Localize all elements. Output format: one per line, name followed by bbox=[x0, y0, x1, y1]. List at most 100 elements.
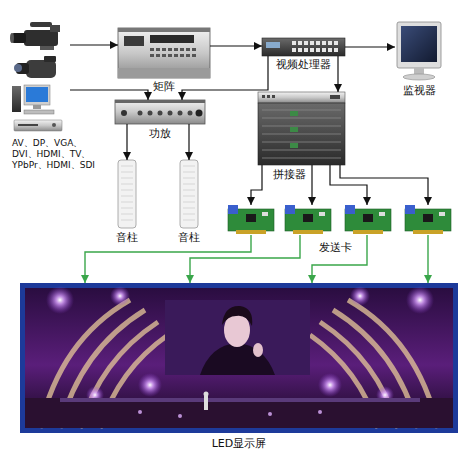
camcorder-part bbox=[44, 56, 56, 62]
amplifier-device-part-part bbox=[158, 111, 163, 116]
speaker-box: 音柱 bbox=[180, 160, 198, 228]
matrix-device-part-part bbox=[162, 54, 166, 57]
matrix-device-part-part bbox=[156, 48, 160, 51]
dvd-player-part bbox=[14, 120, 62, 131]
led-screen-part bbox=[20, 283, 458, 433]
video-processor-device-part-part bbox=[304, 48, 308, 52]
splicer-device-part bbox=[258, 103, 345, 165]
splicer-device-part-part bbox=[262, 150, 341, 151]
device-label: AV、DP、VGA、 DVI、HDMI、TV、 YPbPr、HDMI、SDI bbox=[11, 138, 105, 171]
monitor-box: 监视器 bbox=[395, 22, 443, 80]
camcorder-part bbox=[14, 64, 22, 72]
matrix-device-part-part bbox=[186, 48, 190, 51]
matrix-device-part-part bbox=[174, 54, 178, 57]
computer-part bbox=[26, 87, 48, 102]
pro-camera-part bbox=[10, 33, 14, 43]
sending-card-box: 发送卡 bbox=[345, 205, 391, 235]
video-processor-device-part bbox=[292, 41, 338, 52]
led-screen-part bbox=[46, 286, 74, 314]
sending-card bbox=[228, 205, 451, 234]
matrix-device-part bbox=[118, 28, 210, 78]
video-processor-device-part bbox=[262, 38, 345, 56]
camcorder-part bbox=[26, 60, 56, 78]
sending-card-part bbox=[303, 214, 313, 222]
signal-arrow bbox=[345, 46, 395, 47]
speaker-column-part bbox=[180, 160, 198, 228]
amplifier-device-part bbox=[115, 100, 205, 124]
amplifier-device-part-part bbox=[188, 111, 193, 116]
device-label: 功放 bbox=[148, 127, 172, 140]
sending-card-part bbox=[413, 230, 443, 234]
monitor-device-part bbox=[414, 68, 424, 74]
speaker-column-part-part bbox=[183, 214, 195, 215]
sending-card-part bbox=[379, 212, 385, 216]
splicer-device-part-part bbox=[267, 95, 270, 98]
speaker-column-part-part bbox=[183, 178, 195, 179]
splicer-device-part-part bbox=[262, 134, 341, 135]
matrix-device-part-part bbox=[156, 54, 160, 57]
splicer-device-part-part bbox=[262, 110, 341, 111]
signal-arrow bbox=[126, 124, 127, 160]
matrix-device-part-part bbox=[180, 54, 184, 57]
sending-card-part bbox=[285, 205, 295, 214]
matrix-device-part-part bbox=[192, 54, 196, 57]
computer-part bbox=[24, 110, 54, 114]
device-label: 音柱 bbox=[115, 231, 139, 244]
video-processor-device-part bbox=[266, 42, 280, 48]
dvd-player bbox=[14, 120, 62, 131]
video-processor-device-part-part bbox=[310, 48, 314, 52]
pro-camera-part bbox=[40, 46, 54, 50]
led-screen-part bbox=[200, 343, 275, 375]
matrix-device bbox=[118, 28, 210, 78]
matrix-device-part bbox=[150, 35, 194, 43]
splicer-device-part-part bbox=[262, 158, 341, 159]
signal-arrow bbox=[210, 45, 262, 46]
camcorder bbox=[14, 56, 56, 78]
video-processor-box: 视频处理器 bbox=[262, 38, 345, 56]
amplifier-device-part bbox=[121, 110, 127, 116]
sending-card-part bbox=[246, 214, 256, 222]
device-label: 视频处理器 bbox=[275, 58, 332, 71]
source-group: AV、DP、VGA、 DVI、HDMI、TV、 YPbPr、HDMI、SDI bbox=[8, 15, 70, 135]
video-processor-device-part-part bbox=[322, 41, 326, 45]
dvd-player-part bbox=[52, 123, 56, 127]
sending-card-part bbox=[363, 214, 373, 222]
matrix-box: 矩阵 bbox=[118, 28, 210, 78]
signal-arrow bbox=[70, 90, 148, 100]
led-screen-part bbox=[138, 410, 322, 418]
video-processor-device-part-part bbox=[310, 41, 314, 45]
sending-card-part bbox=[228, 205, 238, 214]
video-processor-device-part-part bbox=[316, 48, 320, 52]
monitor-device bbox=[397, 22, 441, 80]
monitor-device-part bbox=[397, 22, 441, 68]
matrix-device-part-part bbox=[168, 54, 172, 57]
video-processor-device-part-part bbox=[298, 48, 302, 52]
matrix-device-part bbox=[118, 68, 210, 78]
speaker-column-part-part bbox=[121, 214, 133, 215]
video-processor-device-part-part bbox=[316, 41, 320, 45]
led-screen-part bbox=[318, 373, 342, 397]
video-processor-device-part-part bbox=[334, 48, 338, 52]
led-screen-part bbox=[25, 288, 453, 428]
amplifier-device bbox=[115, 100, 205, 124]
led-screen-part-part bbox=[138, 410, 142, 414]
pro-camera-part bbox=[50, 25, 60, 32]
speaker-column-part bbox=[118, 160, 136, 228]
led-screen bbox=[20, 283, 458, 433]
speaker-column-part-part bbox=[121, 196, 133, 197]
splicer-device-part bbox=[262, 95, 340, 99]
speaker-column-part-part bbox=[183, 166, 195, 167]
signal-arrow-green bbox=[312, 235, 367, 283]
monitor-device-part bbox=[401, 26, 437, 62]
speaker-box: 音柱 bbox=[118, 160, 136, 228]
video-processor-device-part-part bbox=[322, 48, 326, 52]
matrix-device-part-part bbox=[150, 48, 154, 51]
led-screen-part bbox=[350, 286, 370, 306]
speaker-column-part-part bbox=[183, 190, 195, 191]
speaker-column-part-part bbox=[183, 220, 195, 221]
device-label: 发送卡 bbox=[318, 241, 353, 254]
pro-camera-part bbox=[12, 33, 26, 43]
